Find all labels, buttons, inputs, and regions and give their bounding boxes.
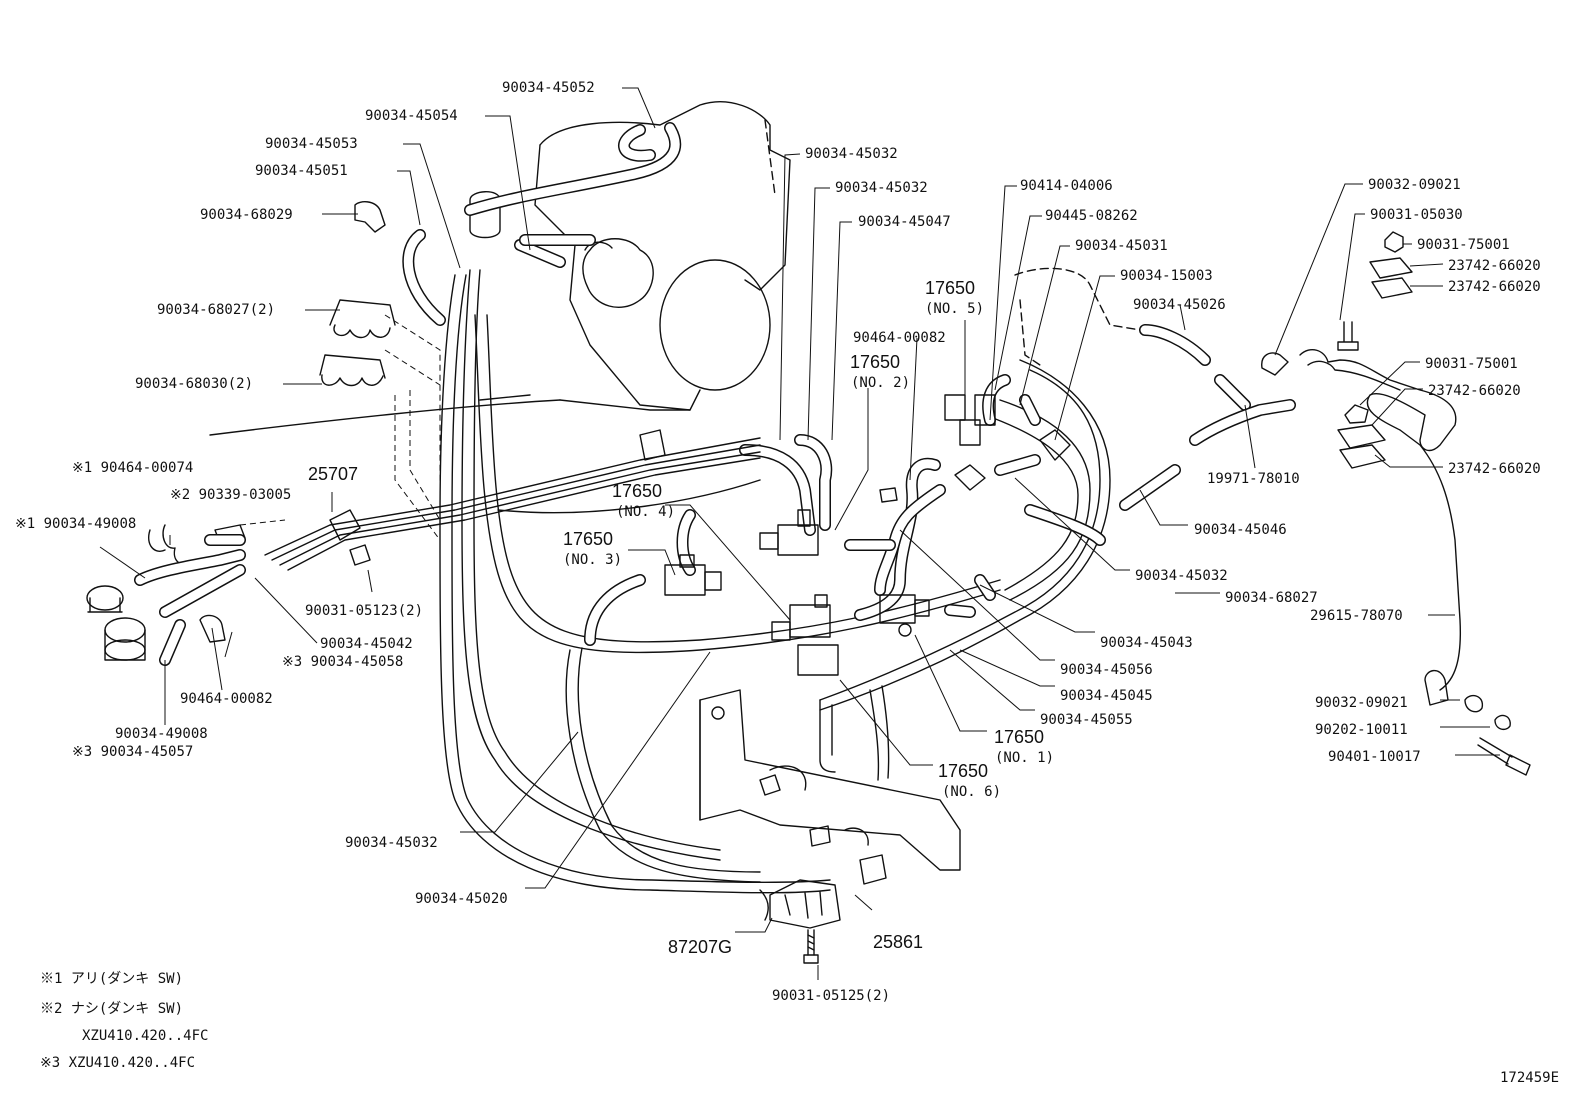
label-17650-no3-sub: (NO. 3) [563, 552, 622, 568]
label-23742-66020-b: 23742-66020 [1448, 279, 1541, 295]
label-90034-15003: 90034-15003 [1120, 268, 1213, 284]
label-90031-05123: 90031-05123(2) [305, 603, 423, 619]
label-90034-45053: 90034-45053 [265, 136, 358, 152]
label-90034-45052: 90034-45052 [502, 80, 595, 96]
label-17650-no6-sub: (NO. 6) [942, 784, 1001, 800]
label-90031-05125: 90031-05125(2) [772, 988, 890, 1004]
label-17650-no4: 17650 [612, 481, 662, 501]
note-2: ※2 ナシ(ダンキ SW) [40, 1001, 183, 1017]
label-17650-no1: 17650 [994, 727, 1044, 747]
label-90445-08262: 90445-08262 [1045, 208, 1138, 224]
label-90034-45032-d: 90034-45032 [345, 835, 438, 851]
label-29615-78070: 29615-78070 [1310, 608, 1403, 624]
note-2-models: XZU410.420..4FC [82, 1028, 208, 1044]
label-19971-78010: 19971-78010 [1207, 471, 1300, 487]
main-vacuum-hose-loops [439, 269, 1111, 894]
label-90401-10017: 90401-10017 [1328, 749, 1421, 765]
label-23742-66020-a: 23742-66020 [1448, 258, 1541, 274]
label-90034-45032-c: 90034-45032 [1135, 568, 1228, 584]
label-17650-no1-sub: (NO. 1) [995, 750, 1054, 766]
label-90414-04006: 90414-04006 [1020, 178, 1113, 194]
upper-hoses [402, 122, 682, 326]
label-90464-00082-b: 90464-00082 [853, 330, 946, 346]
label-90034-49008-a: ※1 90034-49008 [15, 516, 136, 532]
dashed-reference-lines [239, 314, 441, 541]
label-17650-no4-sub: (NO. 4) [616, 504, 675, 520]
label-90031-75001-a: 90031-75001 [1417, 237, 1510, 253]
label-90034-45032-a: 90034-45032 [805, 146, 898, 162]
label-90339-03005: ※2 90339-03005 [170, 487, 291, 503]
label-90034-68029: 90034-68029 [200, 207, 293, 223]
label-25861: 25861 [873, 932, 923, 952]
label-90034-45057: ※3 90034-45057 [72, 744, 193, 760]
label-90034-45020: 90034-45020 [415, 891, 508, 907]
label-23742-66020-d: 23742-66020 [1448, 461, 1541, 477]
label-90034-45054: 90034-45054 [365, 108, 458, 124]
label-17650-no2: 17650 [850, 352, 900, 372]
label-90034-45047: 90034-45047 [858, 214, 951, 230]
label-90034-45043: 90034-45043 [1100, 635, 1193, 651]
label-90034-45055: 90034-45055 [1040, 712, 1133, 728]
label-17650-no5: 17650 [925, 278, 975, 298]
label-25707: 25707 [308, 464, 358, 484]
label-90034-45032-b: 90034-45032 [835, 180, 928, 196]
label-90034-45026: 90034-45026 [1133, 297, 1226, 313]
label-90031-05030: 90031-05030 [1370, 207, 1463, 223]
label-17650-no3: 17650 [563, 529, 613, 549]
label-90464-00074: ※1 90464-00074 [72, 460, 193, 476]
label-90034-45058: ※3 90034-45058 [282, 654, 403, 670]
label-23742-66020-c: 23742-66020 [1428, 383, 1521, 399]
label-90034-45042: 90034-45042 [320, 636, 413, 652]
footnotes: ※1 アリ(ダンキ SW) ※2 ナシ(ダンキ SW) XZU410.420..… [40, 971, 208, 1071]
label-90034-45045: 90034-45045 [1060, 688, 1153, 704]
label-17650-no2-sub: (NO. 2) [851, 375, 910, 391]
label-90464-00082-a: 90464-00082 [180, 691, 273, 707]
label-90034-49008-b: 90034-49008 [115, 726, 208, 742]
left-side-hoses [134, 534, 246, 666]
part-labels: 90034-45052 90034-45054 90034-45053 9003… [15, 80, 1541, 1004]
figure-id: 172459E [1500, 1070, 1559, 1086]
metal-pipe-bundle [264, 429, 761, 571]
label-90032-09021-a: 90032-09021 [1368, 177, 1461, 193]
left-side-parts [86, 201, 396, 661]
label-90032-09021-b: 90032-09021 [1315, 695, 1408, 711]
vsv-valves [664, 394, 1071, 676]
bracket-plate-25861 [699, 689, 961, 885]
label-90034-45056: 90034-45056 [1060, 662, 1153, 678]
label-90034-45031: 90034-45031 [1075, 238, 1168, 254]
leader-lines [99, 87, 1500, 980]
label-90031-75001-b: 90031-75001 [1425, 356, 1518, 372]
label-90034-45051: 90034-45051 [255, 163, 348, 179]
label-90034-68027-2: 90034-68027(2) [157, 302, 275, 318]
right-side-parts [1139, 231, 1531, 776]
note-1: ※1 アリ(ダンキ SW) [40, 971, 183, 987]
label-17650-no6: 17650 [938, 761, 988, 781]
engine-outline-drawing [209, 101, 1141, 436]
label-17650-no5-sub: (NO. 5) [925, 301, 984, 317]
label-90034-68027: 90034-68027 [1225, 590, 1318, 606]
component-87207g [759, 879, 841, 929]
label-90202-10011: 90202-10011 [1315, 722, 1408, 738]
label-90034-45046: 90034-45046 [1194, 522, 1287, 538]
label-90034-68030-2: 90034-68030(2) [135, 376, 253, 392]
label-87207g: 87207G [668, 937, 732, 957]
bolt-90031-05125-icon [803, 929, 819, 964]
note-3: ※3 XZU410.420..4FC [40, 1055, 195, 1071]
